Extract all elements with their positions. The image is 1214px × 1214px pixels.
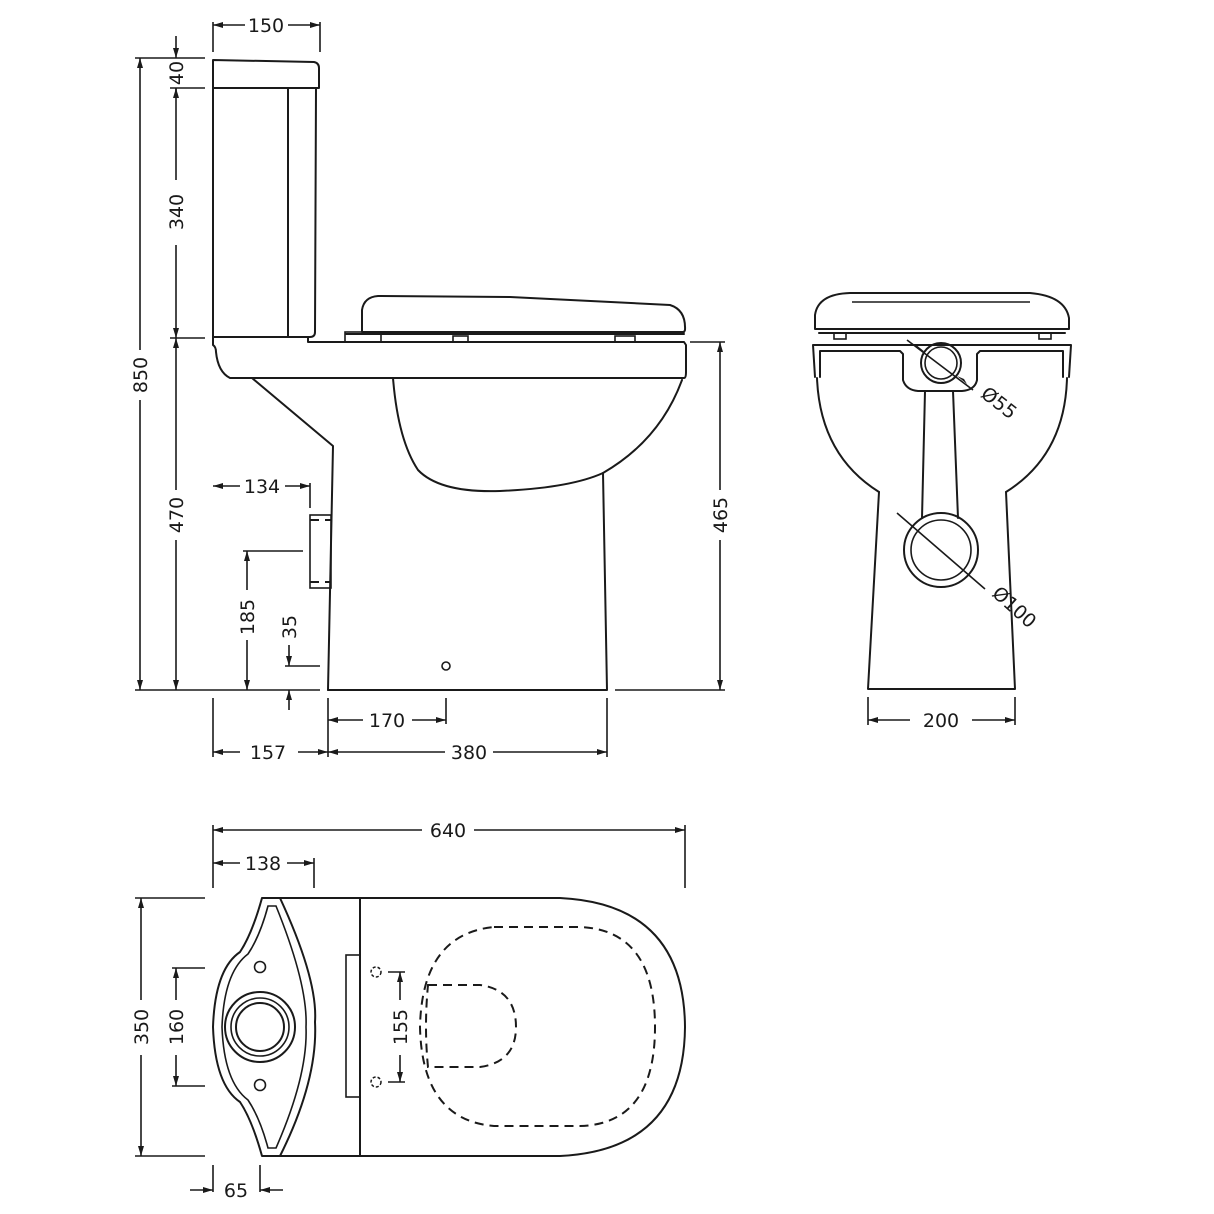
rear-view: Ø55 Ø100 200 <box>812 292 1072 732</box>
dim-seat-fixings: 155 <box>390 1009 412 1045</box>
dim-inlet-diameter: Ø55 <box>977 383 1021 424</box>
dim-rim-height: 465 <box>710 497 732 533</box>
pedestal <box>327 472 608 691</box>
dim-overall-height: 850 <box>130 357 152 393</box>
pan-rim <box>212 336 687 379</box>
dim-outlet-diameter: Ø100 <box>988 582 1041 633</box>
dim-overall-length: 640 <box>430 820 466 842</box>
bowl <box>392 377 683 493</box>
dim-cistern-fixings: 160 <box>166 1009 188 1045</box>
toilet-seat <box>361 295 687 333</box>
dim-cistern-width: 150 <box>248 15 284 37</box>
cistern-plan <box>212 897 317 1157</box>
dim-lid-height: 40 <box>166 61 188 85</box>
cistern-body <box>212 87 317 338</box>
dim-pan-height: 470 <box>166 497 188 533</box>
dim-cistern-height: 340 <box>166 194 188 230</box>
dim-cistern-edge: 65 <box>224 1180 248 1202</box>
dim-fixing-offset: 170 <box>369 710 405 732</box>
dim-cistern-depth: 138 <box>245 853 281 875</box>
plan-view <box>212 897 686 1157</box>
dim-fixing-height: 35 <box>279 615 301 639</box>
dim-outlet-height: 185 <box>237 599 259 635</box>
dim-rear-offset: 157 <box>250 742 286 764</box>
plan-view-dimensions: 640 138 350 160 155 65 <box>131 820 686 1202</box>
dim-base-depth: 380 <box>451 742 487 764</box>
dim-base-width: 200 <box>923 710 959 732</box>
side-view-dimensions: 150 40 340 850 470 134 185 <box>130 15 732 764</box>
side-view <box>212 59 687 691</box>
cistern-lid <box>212 59 320 89</box>
dim-inlet-offset: 134 <box>244 476 280 498</box>
pan-plan <box>359 897 686 1157</box>
dim-overall-width: 350 <box>131 1009 153 1045</box>
